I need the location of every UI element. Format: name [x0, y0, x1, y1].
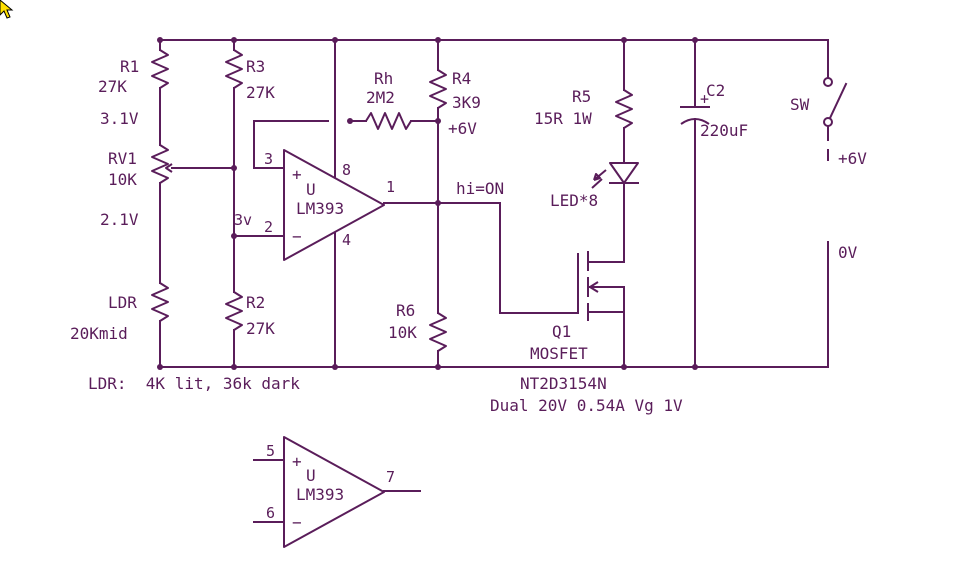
rh-ref: Rh: [374, 69, 393, 88]
u1-plus-sign: +: [292, 165, 302, 184]
c2-polarity: +: [700, 90, 709, 108]
u2-plus-sign: +: [292, 452, 302, 471]
led-ref: LED*8: [550, 191, 598, 210]
u2-pin-minus: 6: [266, 504, 275, 522]
r4-resistor: [429, 39, 447, 314]
rh-resistor: [349, 112, 439, 130]
mosfet-spec-note: Dual 20V 0.54A Vg 1V: [490, 396, 683, 415]
r3-value: 27K: [246, 83, 275, 102]
r1-resistor: [151, 39, 169, 146]
r5-resistor: [615, 39, 633, 164]
rh-value: 2M2: [366, 88, 395, 107]
r2-value: 27K: [246, 319, 275, 338]
q1-ref: Q1: [552, 322, 571, 341]
r1-ref: R1: [120, 57, 139, 76]
r4-supply-label: +6V: [448, 119, 477, 138]
rv1-node-voltage: 2.1V: [100, 210, 139, 229]
comparator-u1: [283, 39, 439, 368]
r1-value: 27K: [98, 77, 127, 96]
output-net-label: hi=ON: [456, 179, 504, 198]
r2-ref: R2: [246, 293, 265, 312]
u1-minus-sign: −: [292, 227, 302, 246]
switch-sw: [823, 39, 848, 368]
r2-resistor: [225, 291, 243, 368]
rv1-ref: RV1: [108, 149, 137, 168]
comparator-u2: [253, 436, 421, 548]
junctions: [157, 37, 698, 370]
u2-part: LM393: [296, 485, 344, 504]
mosfet-q1: [577, 244, 625, 368]
u2-unit: U: [306, 466, 316, 485]
sw-ref: SW: [790, 95, 810, 114]
r4-ref: R4: [452, 69, 471, 88]
ground-label: 0V: [838, 243, 858, 262]
u1-pin-plus: 3: [264, 150, 273, 168]
ldr-resistor: [151, 282, 169, 368]
mosfet-part-note: NT2D3154N: [520, 374, 607, 393]
sw-supply-label: +6V: [838, 149, 867, 168]
u2-pin-plus: 5: [266, 442, 275, 460]
r5-ref: R5: [572, 87, 591, 106]
u1-pin-gnd: 4: [342, 231, 351, 249]
gate-drive-wire: [437, 202, 579, 314]
ldr-ref: LDR: [108, 293, 137, 312]
u2-pin-out: 7: [386, 468, 395, 486]
c2-ref: C2: [706, 81, 725, 100]
u1-pin-out: 1: [386, 178, 395, 196]
u2-minus-sign: −: [292, 513, 302, 532]
u1-pin-vcc: 8: [342, 161, 351, 179]
ldr-value: 20Kmid: [70, 324, 128, 343]
u1-pin-minus: 2: [264, 218, 273, 236]
q1-type: MOSFET: [530, 344, 588, 363]
led-diode: [591, 162, 639, 246]
r6-ref: R6: [396, 301, 415, 320]
r1-node-voltage: 3.1V: [100, 109, 139, 128]
rv1-value: 10K: [108, 170, 137, 189]
r6-value: 10K: [388, 323, 417, 342]
r5-value: 15R 1W: [534, 109, 592, 128]
c2-value: 220uF: [700, 121, 748, 140]
r3-ref: R3: [246, 57, 265, 76]
u1-part: LM393: [296, 199, 344, 218]
r4-value: 3K9: [452, 93, 481, 112]
u1-unit: U: [306, 180, 316, 199]
rv1-potentiometer: [151, 144, 235, 284]
c2-capacitor: [680, 39, 710, 368]
arrow-cursor-icon: [0, 0, 14, 19]
r6-resistor: [429, 312, 447, 368]
u1-minus-voltage: 3v: [234, 211, 252, 229]
ldr-range-note: LDR: 4K lit, 36k dark: [88, 374, 300, 393]
